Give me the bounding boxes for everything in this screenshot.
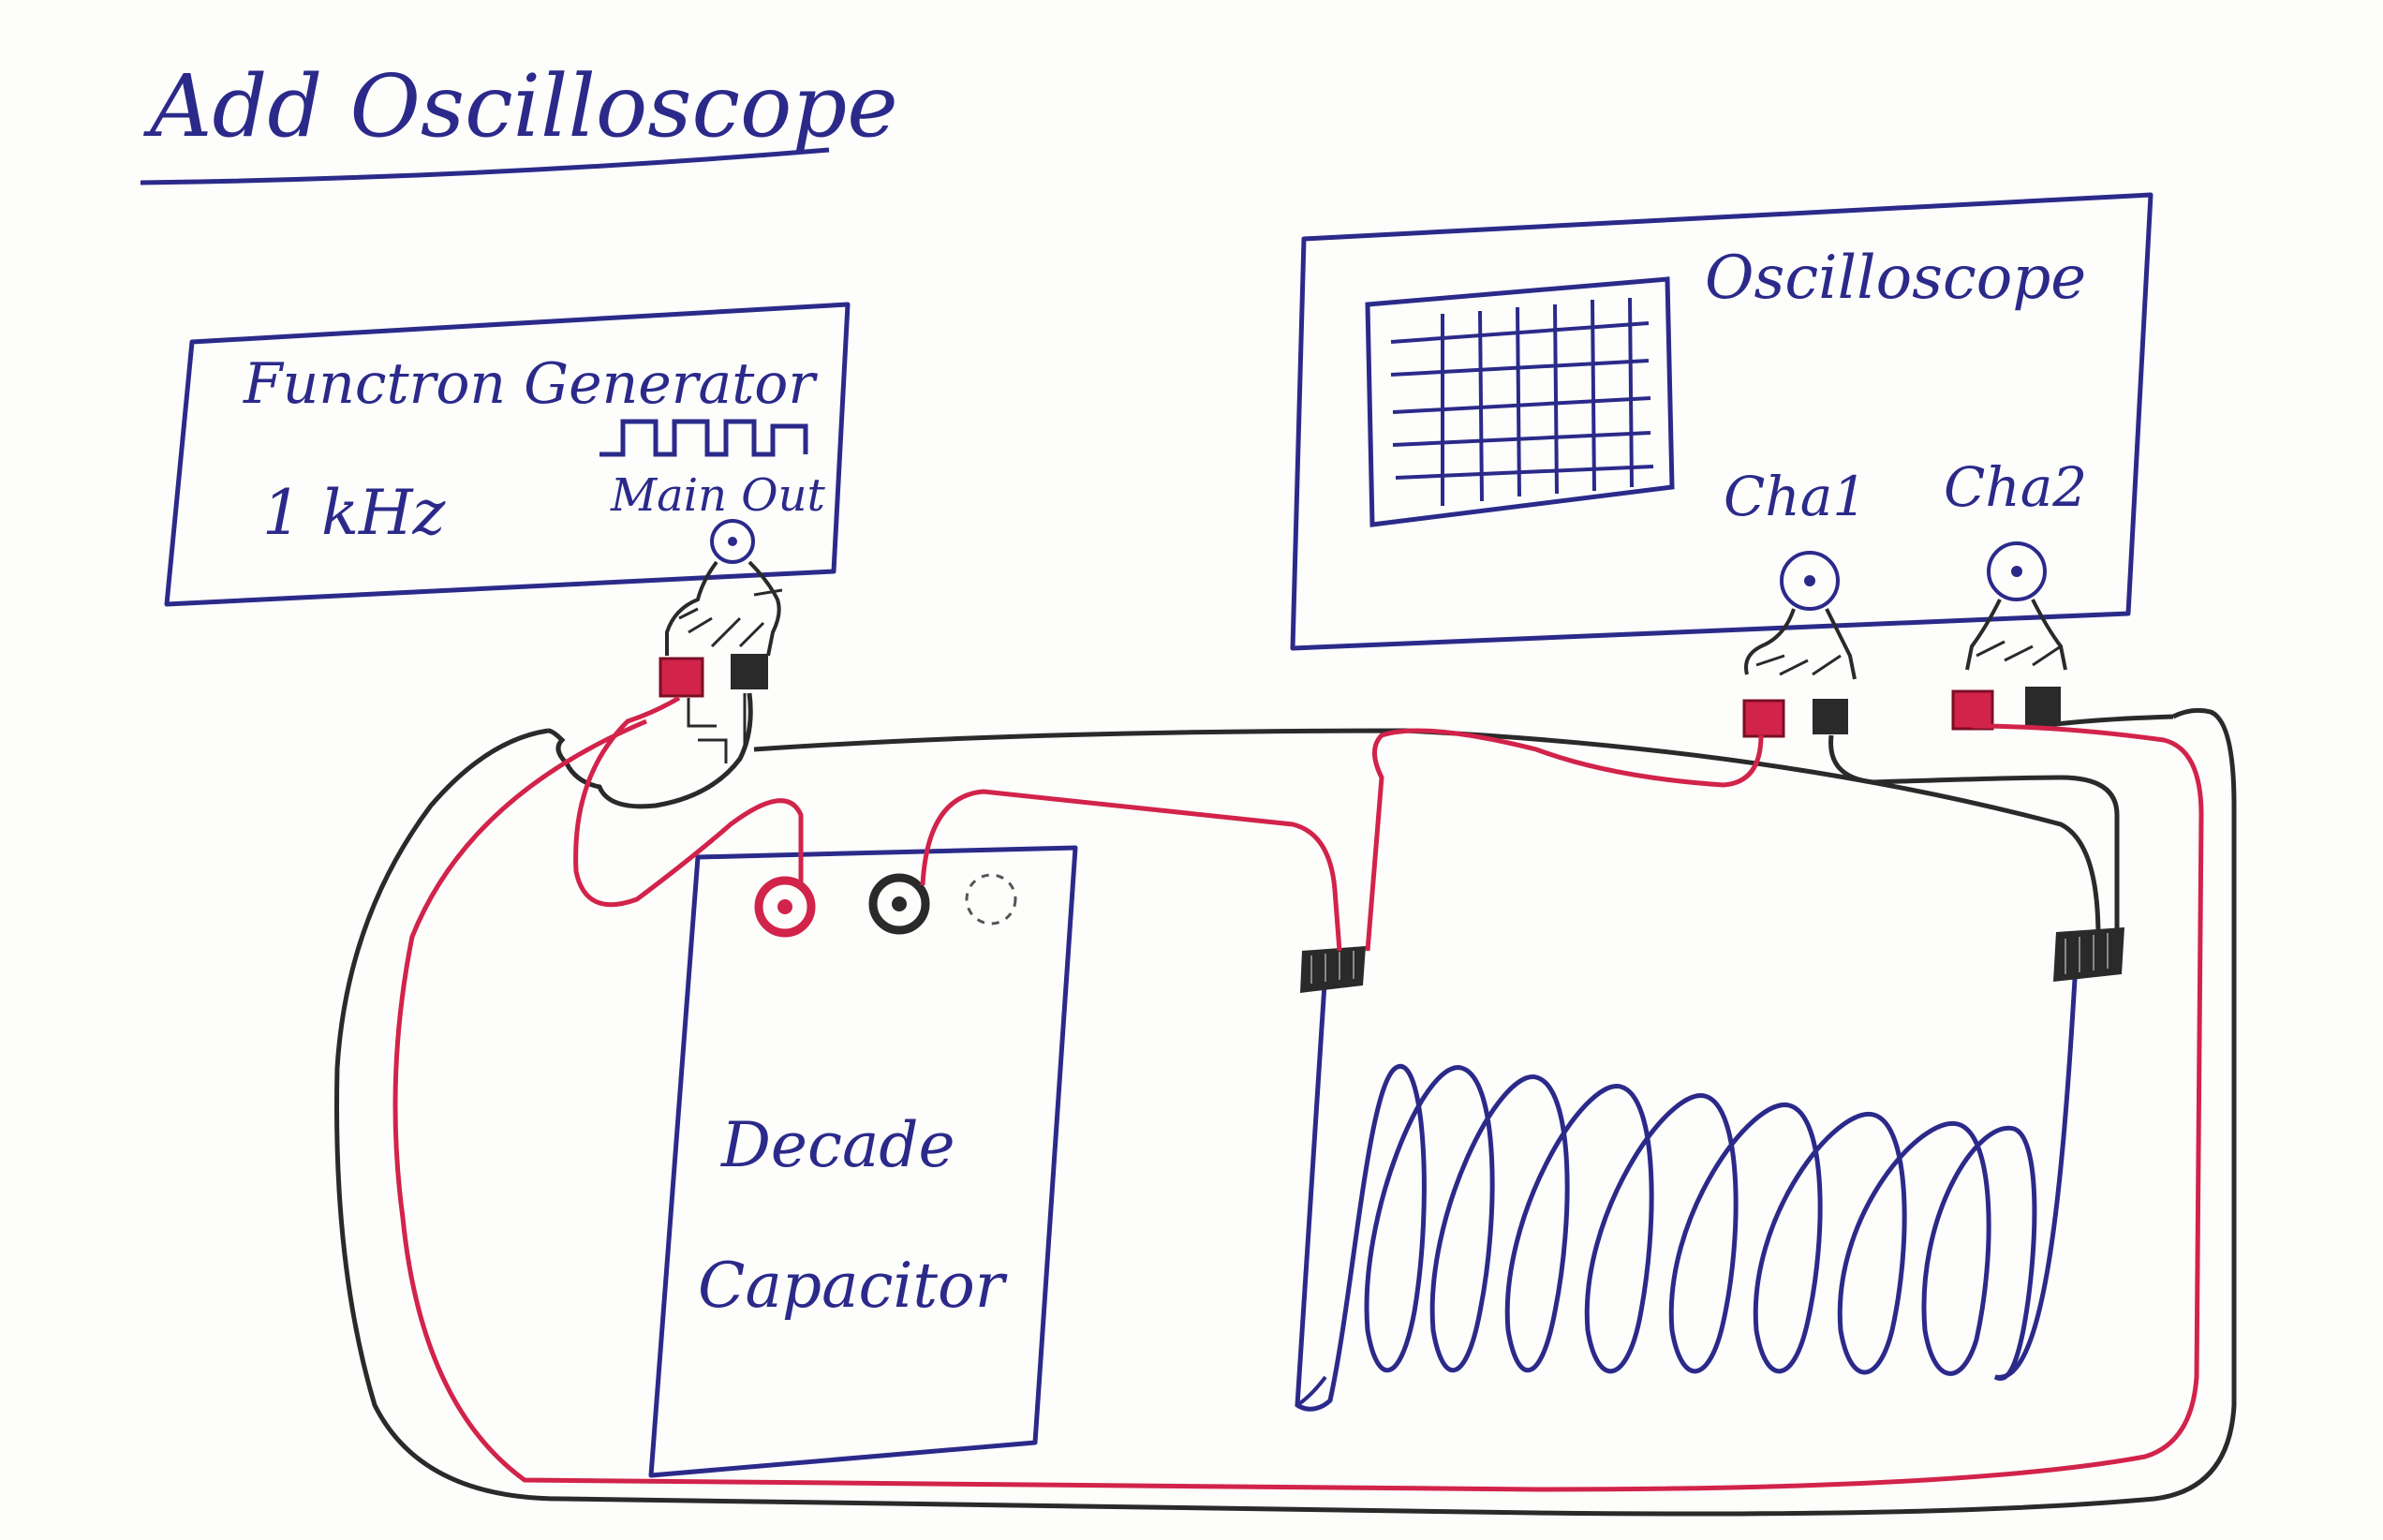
ch1-red-terminal bbox=[1742, 699, 1785, 738]
wire-fg-red-to-capacitor bbox=[573, 695, 804, 908]
wire-fg-black-to-loop bbox=[547, 692, 753, 809]
coil-left-clip bbox=[1300, 946, 1366, 993]
capacitor-ground-terminal bbox=[965, 873, 1017, 925]
main-out-bnc-pin bbox=[728, 537, 737, 546]
left-clip-teeth bbox=[1310, 951, 1354, 984]
oscilloscope-screen bbox=[1365, 276, 1675, 527]
ch2-bnc-adapter bbox=[1951, 599, 2067, 731]
oscilloscope-box bbox=[1290, 192, 2154, 651]
square-wave-icon bbox=[599, 419, 808, 457]
frequency-label: 1 kHz bbox=[262, 477, 447, 549]
fg-bnc-adapter bbox=[659, 560, 783, 763]
title-underline bbox=[140, 147, 830, 185]
wire-ch1-red-to-coil-left bbox=[1365, 728, 1764, 952]
oscilloscope-label: Oscilloscope bbox=[1705, 244, 2086, 313]
oscilloscope-grid bbox=[1390, 297, 1654, 506]
oscilloscope: Oscilloscope Cha1 Cha2 bbox=[1290, 192, 2154, 651]
wire-red-outer-loop-to-ch2 bbox=[392, 718, 2204, 1492]
channel2-bnc-pin bbox=[2011, 566, 2022, 577]
coil-lead-return bbox=[1295, 1375, 1327, 1407]
channel2-bnc-connector bbox=[1987, 541, 2047, 601]
ch2-adapter-body bbox=[1965, 599, 2067, 671]
function-generator-box bbox=[164, 302, 851, 607]
capacitor-red-terminal-pin bbox=[777, 899, 792, 914]
capacitor-label-line1: Decade bbox=[720, 1109, 955, 1181]
fg-black-terminal bbox=[731, 654, 768, 689]
inductor-coil bbox=[1295, 969, 2078, 1412]
wire-ch1-black-to-coil-right bbox=[1828, 734, 2120, 937]
decade-capacitor: Decade Capacitor bbox=[648, 845, 1078, 1478]
fg-adapter-body bbox=[665, 560, 781, 657]
ch2-red-terminal bbox=[1951, 689, 1994, 731]
fg-adapter-hatch bbox=[678, 588, 783, 648]
wire-black-outer-loop bbox=[334, 707, 2237, 1517]
ch2-adapter-hatch bbox=[1976, 640, 2062, 667]
channel1-label: Cha1 bbox=[1724, 465, 1867, 528]
wire-fg-black-to-coil-right bbox=[753, 728, 2101, 938]
fg-red-terminal bbox=[659, 657, 704, 698]
capacitor-black-terminal bbox=[868, 873, 930, 935]
ch1-adapter-body bbox=[1744, 608, 1857, 680]
ch1-black-terminal bbox=[1813, 699, 1848, 734]
ch2-black-terminal bbox=[2025, 687, 2061, 726]
function-generator-label: Functron Generator bbox=[243, 351, 818, 417]
function-generator: Functron Generator 1 kHz Main Out bbox=[164, 302, 851, 607]
main-out-label: Main Out bbox=[610, 469, 826, 522]
diagram-title: Add Oscilloscope bbox=[142, 56, 898, 156]
ch1-bnc-adapter bbox=[1742, 608, 1857, 738]
right-clip-teeth bbox=[2065, 933, 2109, 974]
right-clip-body bbox=[2053, 927, 2124, 982]
fg-adapter-resistor bbox=[687, 693, 747, 763]
channel1-bnc-connector bbox=[1780, 551, 1840, 611]
channel2-label: Cha2 bbox=[1944, 455, 2087, 519]
channel1-bnc-pin bbox=[1804, 575, 1815, 586]
coil-windings bbox=[1295, 969, 2078, 1412]
left-clip-body bbox=[1300, 946, 1366, 993]
capacitor-black-terminal-pin bbox=[892, 896, 907, 911]
wire-capacitor-to-coil-left bbox=[920, 789, 1342, 952]
coil-right-clip bbox=[2053, 927, 2124, 982]
ch1-adapter-hatch bbox=[1755, 654, 1842, 676]
decade-capacitor-box bbox=[648, 845, 1078, 1478]
capacitor-label-line2: Capacitor bbox=[698, 1250, 1008, 1322]
capacitor-red-terminal bbox=[754, 876, 816, 938]
wire-ch2-black-to-loop bbox=[2041, 714, 2174, 729]
main-out-bnc-connector bbox=[710, 519, 755, 564]
